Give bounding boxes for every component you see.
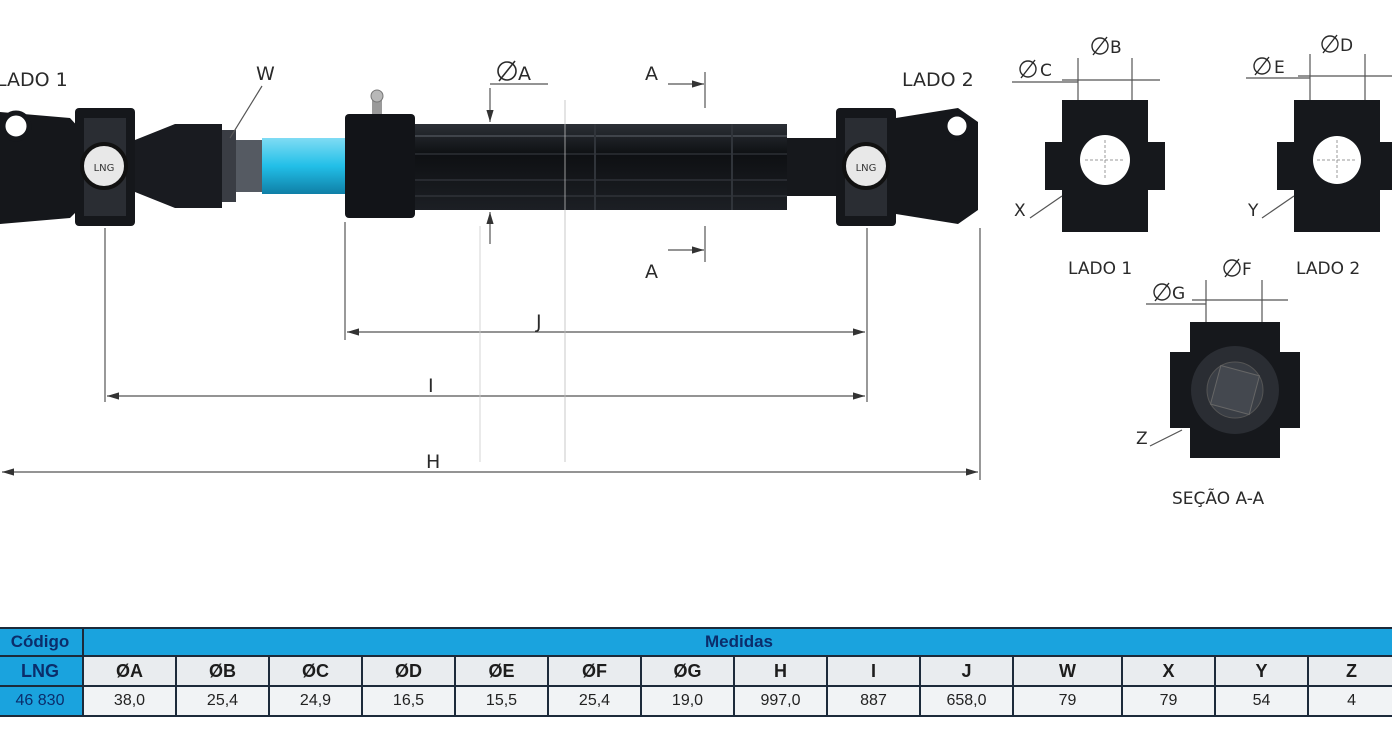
lado1-end-view: B C X LADO 1 <box>1012 36 1165 279</box>
lado1-top-label: LADO 1 <box>0 69 68 91</box>
table-columns-row: LNG ØA ØB ØC ØD ØE ØF ØG H I J W X Y Z <box>0 655 1392 687</box>
w-label: W <box>256 63 275 85</box>
value-cell: 887 <box>826 685 921 717</box>
right-yoke-stamp: LNG <box>856 163 877 174</box>
value-cell: 25,4 <box>175 685 270 717</box>
value-cell: 19,0 <box>640 685 735 717</box>
dim-h-label: H <box>426 451 440 473</box>
col-header: ØA <box>82 655 177 687</box>
y-label: Y <box>1247 201 1259 221</box>
dimension-lines <box>2 72 981 480</box>
col-header: ØC <box>268 655 363 687</box>
lado2-end-view: D E Y LADO 2 <box>1246 34 1392 279</box>
value-cell: 15,5 <box>454 685 549 717</box>
table-row: 46 830 38,0 25,4 24,9 16,5 15,5 25,4 19,… <box>0 685 1392 717</box>
driveshaft-assembly: LNG LNG <box>0 89 978 226</box>
right-yoke: LNG <box>836 108 978 226</box>
value-cell: 997,0 <box>733 685 828 717</box>
left-yoke: LNG <box>0 108 264 226</box>
svg-text:F: F <box>1242 260 1252 280</box>
svg-text:C: C <box>1040 61 1052 81</box>
value-cell: 4 <box>1306 685 1392 717</box>
col-header: ØE <box>454 655 549 687</box>
x-label: X <box>1014 201 1026 221</box>
diameter-f-label: F <box>1223 258 1252 280</box>
col-header: I <box>826 655 921 687</box>
col-header: Y <box>1214 655 1309 687</box>
spec-table: Código Medidas LNG ØA ØB ØC ØD ØE ØF ØG … <box>0 627 1392 717</box>
inner-tube <box>262 138 350 194</box>
diameter-a-label: A <box>497 60 531 85</box>
medidas-header: Medidas <box>81 627 1392 657</box>
outer-tube <box>345 114 837 218</box>
svg-text:G: G <box>1172 284 1185 304</box>
col-header: X <box>1121 655 1216 687</box>
col-header: ØB <box>175 655 270 687</box>
svg-text:B: B <box>1110 38 1122 58</box>
lng-header: LNG <box>0 655 84 687</box>
codigo-header: Código <box>0 627 84 657</box>
grease-fitting <box>370 89 384 116</box>
svg-text:E: E <box>1274 58 1285 78</box>
z-label: Z <box>1136 429 1148 449</box>
col-header: H <box>733 655 828 687</box>
value-cell: 54 <box>1214 685 1309 717</box>
dim-j-label: J <box>535 311 542 333</box>
driveshaft-technical-drawing: LNG LNG <box>0 34 1392 509</box>
dim-i-label: I <box>428 375 434 397</box>
diameter-d-label: D <box>1321 34 1353 56</box>
col-header: ØD <box>361 655 456 687</box>
svg-text:A: A <box>518 63 531 85</box>
value-cell: 79 <box>1012 685 1123 717</box>
diameter-e-label: E <box>1253 56 1285 78</box>
diameter-b-label: B <box>1091 36 1122 58</box>
left-yoke-stamp: LNG <box>94 163 115 174</box>
section-a-a-view: F G Z SEÇÃO A-A <box>1136 258 1300 509</box>
lado2-view-label: LADO 2 <box>1296 259 1360 279</box>
value-cell: 658,0 <box>919 685 1014 717</box>
col-header: J <box>919 655 1014 687</box>
value-cell: 79 <box>1121 685 1216 717</box>
lado2-top-label: LADO 2 <box>902 69 974 91</box>
value-cell: 38,0 <box>82 685 177 717</box>
code-cell: 46 830 <box>0 685 84 717</box>
svg-text:D: D <box>1340 36 1353 56</box>
section-a-top-label: A <box>645 63 658 85</box>
col-header: Z <box>1306 655 1392 687</box>
col-header: W <box>1012 655 1123 687</box>
value-cell: 24,9 <box>268 685 363 717</box>
col-header: ØF <box>547 655 642 687</box>
value-cell: 25,4 <box>547 685 642 717</box>
table-header-row: Código Medidas <box>0 627 1392 657</box>
section-a-bottom-label: A <box>645 261 658 283</box>
diameter-g-label: G <box>1153 282 1185 304</box>
lado1-view-label: LADO 1 <box>1068 259 1132 279</box>
col-header: ØG <box>640 655 735 687</box>
value-cell: 16,5 <box>361 685 456 717</box>
secao-label: SEÇÃO A-A <box>1172 487 1265 509</box>
diameter-c-label: C <box>1019 59 1052 81</box>
